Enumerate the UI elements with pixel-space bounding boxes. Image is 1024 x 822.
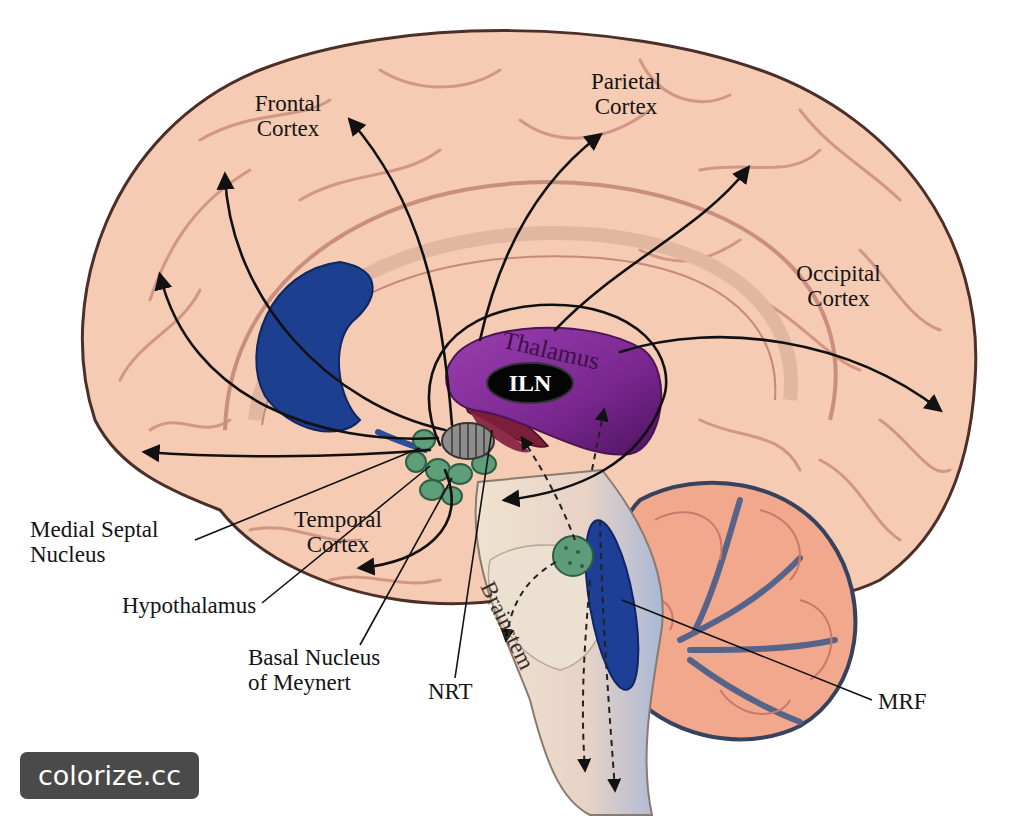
sulcus-line bbox=[380, 70, 500, 87]
sulcus-line bbox=[700, 420, 800, 470]
nucleus-dot bbox=[564, 546, 568, 550]
nucleus-blob bbox=[426, 459, 450, 481]
sulcus-line bbox=[150, 170, 250, 300]
region-label: Temporal Cortex bbox=[278, 508, 398, 558]
stripe-line bbox=[475, 424, 477, 458]
thalamic-loop bbox=[429, 305, 666, 500]
sulcus-line bbox=[820, 460, 900, 540]
region-label: Brainstem bbox=[475, 578, 559, 715]
dashed-arrow bbox=[522, 438, 575, 540]
folium-line bbox=[760, 510, 800, 580]
structure-label: Basal Nucleus of Meynert bbox=[248, 646, 398, 696]
arbor-branch bbox=[690, 660, 800, 722]
nucleus-stripes bbox=[452, 423, 484, 459]
dashed-arrow bbox=[600, 520, 615, 790]
projection-arrow bbox=[620, 337, 940, 410]
structure-label: NRT bbox=[428, 680, 508, 705]
leader-line bbox=[262, 466, 430, 603]
stripe-line bbox=[459, 424, 461, 458]
arbor-branch bbox=[695, 500, 740, 630]
nucleus-blob bbox=[448, 464, 472, 484]
leader-line bbox=[622, 600, 872, 700]
brainstem bbox=[476, 470, 663, 815]
sulcus-line bbox=[330, 577, 440, 583]
thalamus-region: ThalamusILN bbox=[440, 316, 668, 458]
sulcus-line bbox=[120, 290, 200, 380]
watermark: colorize.cc bbox=[20, 752, 199, 799]
dashed-arrow bbox=[592, 410, 604, 470]
nucleus-dot bbox=[576, 550, 580, 554]
arbor-branch bbox=[690, 640, 835, 650]
arbor-vitae bbox=[680, 500, 835, 722]
sulcus-line bbox=[700, 150, 820, 170]
nucleus-dot bbox=[580, 564, 584, 568]
folia bbox=[640, 510, 831, 714]
leader-line bbox=[455, 430, 492, 678]
lateral-ventricle bbox=[256, 262, 372, 432]
nucleus-blob bbox=[406, 452, 426, 472]
node-shape bbox=[487, 363, 573, 403]
iln-nucleus: ILN bbox=[486, 362, 574, 404]
folium-line bbox=[655, 512, 722, 560]
nucleus-dots bbox=[564, 546, 584, 568]
sulcus-line bbox=[800, 110, 900, 200]
nucleus-blob bbox=[420, 480, 444, 500]
projection-arrow bbox=[555, 168, 748, 330]
sulcus-line bbox=[150, 420, 230, 430]
structure-label: Medial Septal Nucleus bbox=[30, 518, 190, 568]
brainstem-paths bbox=[506, 410, 615, 790]
sulcus-line bbox=[300, 150, 440, 200]
leader-line bbox=[360, 478, 452, 645]
projection-arrow bbox=[145, 450, 430, 456]
structure-label: Hypothalamus bbox=[122, 594, 302, 619]
projection-arrow bbox=[160, 275, 438, 439]
dashed-arrow bbox=[583, 580, 590, 770]
striped-nucleus bbox=[442, 423, 494, 459]
brainstem-nucleus bbox=[553, 536, 593, 576]
folium-line bbox=[800, 600, 831, 680]
projection-arrow bbox=[480, 135, 600, 340]
structure-label: MRF bbox=[878, 690, 958, 715]
projection-arrow bbox=[350, 120, 452, 425]
region-label: Occipital Cortex bbox=[776, 262, 901, 312]
region-label: Frontal Cortex bbox=[228, 92, 348, 142]
projection-lines bbox=[145, 120, 940, 568]
projection-arrow bbox=[225, 175, 445, 430]
folium-line bbox=[720, 690, 790, 714]
nucleus-blob bbox=[413, 430, 435, 450]
stripe-line bbox=[483, 428, 485, 454]
stripe-line bbox=[451, 428, 453, 454]
nucleus-dot bbox=[568, 561, 572, 565]
stripe-line bbox=[467, 423, 469, 459]
sulcus-line bbox=[880, 420, 950, 472]
nucleus-label: ILN bbox=[486, 362, 574, 404]
nucleus-blob bbox=[442, 487, 462, 505]
region-label: Parietal Cortex bbox=[566, 70, 686, 120]
